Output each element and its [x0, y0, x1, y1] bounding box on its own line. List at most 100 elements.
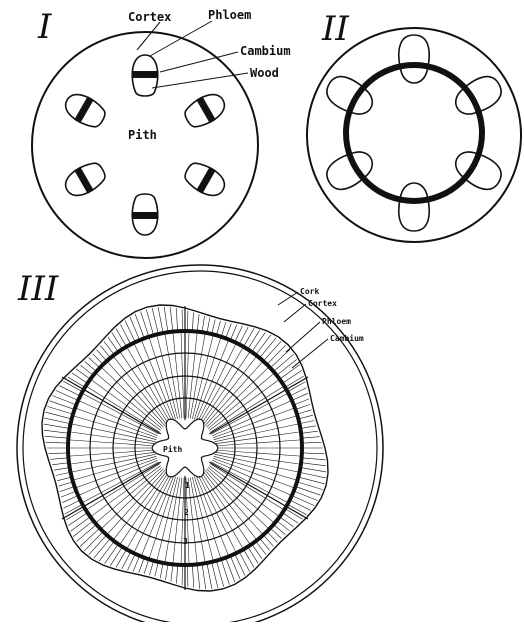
figure-3-phloem-ray — [146, 309, 153, 334]
figure-3-phloem-ray — [202, 316, 204, 331]
figure-3-phloem-ray — [46, 442, 68, 443]
figure-3-phloem-ray — [293, 393, 308, 400]
figure-3-phloem-ray — [197, 565, 200, 588]
figure-3-wood-ray — [215, 440, 301, 446]
figure-3-phloem-ray — [59, 386, 79, 396]
figure-3-phloem-ray — [212, 319, 215, 333]
figure-2-numeral: II — [321, 9, 349, 49]
figure-3-phloem-ray — [264, 341, 281, 360]
figure-3-phloem-ray — [281, 365, 300, 379]
figure-3-phloem-ray — [44, 418, 69, 423]
figure-1-label-cambium: Cambium — [240, 44, 291, 58]
figure-3-phloem-ray — [226, 323, 231, 337]
figure-3-phloem-ray — [248, 330, 260, 348]
figure-2-lobe — [399, 183, 429, 231]
figure-3-phloem-ray — [202, 565, 206, 589]
figure-3-wood-ray — [107, 362, 164, 426]
figure-3-phloem-ray — [139, 559, 144, 573]
figure-3-phloem-ray — [235, 555, 245, 576]
figure-3-phloem-ray — [268, 345, 286, 364]
figure-3-wood-ray — [181, 332, 184, 418]
figure-3-phloem-ray — [84, 532, 102, 551]
figure-3-phloem-ray — [291, 501, 311, 511]
figure-3-label-pith: Pith — [163, 444, 182, 454]
figure-1-label-phloem: Phloem — [208, 8, 251, 22]
figure-3-phloem-ray — [300, 421, 314, 424]
figure-3-phloem-ray — [212, 563, 218, 588]
figure-3-phloem-ray — [80, 529, 99, 547]
figure-1-numeral: I — [37, 7, 52, 47]
figure-3-phloem-ray — [152, 308, 158, 333]
figure-3-pith — [152, 419, 218, 477]
figure-3-leader-cortex — [284, 304, 306, 322]
figure-3-phloem-ray — [207, 564, 212, 589]
figure-3-phloem-ray — [171, 565, 173, 581]
bundle-cambium-band — [132, 212, 159, 219]
figure-3-phloem-ray — [301, 426, 316, 429]
figure-3-wood-ray — [208, 373, 274, 428]
figure-3-phloem-ray — [260, 338, 276, 357]
figure-3-phloem-ray — [166, 565, 168, 580]
figure-1-label-pith: Pith — [128, 128, 157, 142]
figure-3-phloem-ray — [164, 307, 168, 331]
figure-3-wood-ray — [186, 332, 189, 418]
bundle-cambium-band — [132, 71, 159, 78]
figure-3-wood-ray — [142, 340, 174, 420]
figure-3-phloem-ray — [68, 513, 87, 525]
figure-3-phloem-ray — [274, 354, 293, 371]
figure-3-phloem-ray — [110, 548, 122, 566]
figure-3-phloem-ray — [160, 564, 163, 578]
figure-3-phloem-ray — [271, 350, 290, 368]
figure-3-phloem-ray — [44, 424, 69, 428]
figure-3-phloem-ray — [116, 550, 126, 567]
figure-1-leader-wood — [152, 73, 248, 88]
figure-3-phloem-ray — [299, 477, 324, 484]
figure-3-label-cortex: Cortex — [308, 299, 337, 308]
figure-3-phloem-ray — [256, 335, 271, 354]
figure-1-label-cortex: Cortex — [128, 10, 171, 24]
figure-3-phloem-ray — [231, 325, 237, 340]
figure-3-phloem-ray — [49, 453, 68, 454]
figure-3-leader-phloem — [286, 322, 320, 352]
figure-3-label-phloem: Phloem — [322, 317, 351, 326]
figure-3-phloem-ray — [177, 566, 178, 584]
figure-3-label-cambium: Cambium — [330, 333, 364, 343]
figure-2-cambium-ring — [346, 65, 482, 201]
figure-3-wood-ray — [69, 440, 155, 446]
figure-3-phloem-ray — [217, 321, 221, 334]
figure-1-bundles — [60, 55, 229, 235]
figure-3-phloem-ray — [50, 458, 67, 459]
figure-1-leader-phloem — [150, 21, 212, 56]
figure-3-phloem-ray — [71, 517, 90, 531]
figure-2: II — [307, 9, 521, 242]
figure-3-phloem-ray — [72, 373, 87, 383]
figure-3-wood-ray — [142, 476, 174, 556]
figure-3-phloem-ray — [295, 399, 309, 405]
figure-3-phloem-ray — [144, 560, 148, 574]
figure-3-wood-ray — [107, 470, 164, 534]
figure-3-phloem-ray — [240, 553, 250, 572]
figure-1-vascular-bundle — [60, 88, 109, 132]
figure-1-vascular-bundle — [60, 158, 109, 202]
figure-3-phloem-ray — [300, 473, 325, 478]
figure-3-wood-ray — [196, 476, 228, 556]
figure-3-wood-ray — [215, 450, 301, 456]
figure-3-wood-ray — [196, 340, 228, 420]
figure-3-phloem-ray — [217, 562, 224, 587]
figure-3-phloem-ray — [170, 307, 173, 330]
figure-3-phloem-ray — [99, 542, 114, 561]
figure-3-phloem-ray — [158, 307, 163, 332]
figure-3-phloem-ray — [176, 308, 177, 330]
figure-3-label-cork: Cork — [300, 287, 319, 296]
figure-3-phloem-ray — [303, 437, 320, 438]
figure-3-phloem-ray — [61, 491, 75, 497]
figure-1-vascular-bundle — [132, 194, 159, 235]
figure-3-ring-3: 3 — [183, 537, 188, 546]
figure-3-phloem-ray — [303, 453, 325, 454]
figure-3-phloem-ray — [44, 430, 68, 433]
figure-1-leader-cortex — [137, 22, 160, 50]
figure-3-phloem-ray — [155, 563, 158, 577]
figure-3-phloem-ray — [128, 555, 135, 571]
figure-3-phloem-ray — [57, 477, 71, 481]
